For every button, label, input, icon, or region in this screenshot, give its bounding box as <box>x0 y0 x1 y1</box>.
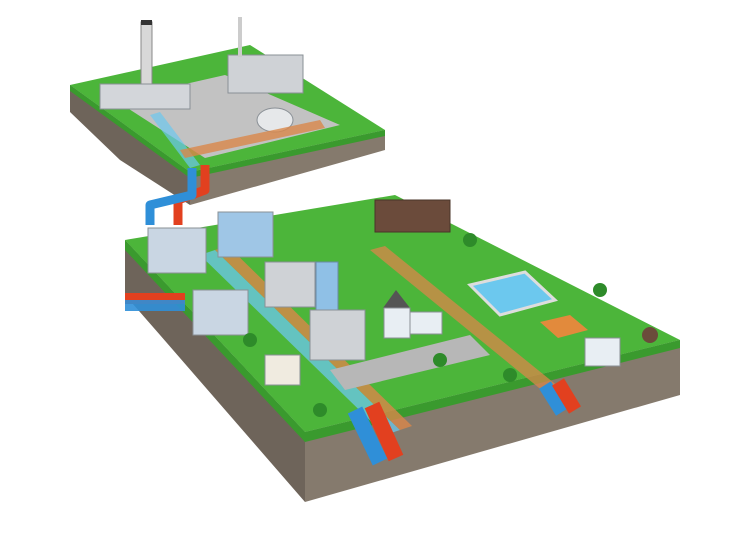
office-building-5 <box>309 309 366 361</box>
house-2 <box>409 311 443 335</box>
tree <box>433 353 447 367</box>
tree <box>503 368 517 382</box>
connecting-pipes <box>145 165 210 225</box>
house-roof <box>383 290 410 308</box>
office-building-1 <box>147 227 207 274</box>
plant-building <box>99 83 191 110</box>
house <box>383 307 411 339</box>
lower-soil-front <box>305 340 680 502</box>
front-supply-pipe <box>364 401 404 462</box>
tree <box>642 327 658 343</box>
second-pipe-trench <box>370 246 575 405</box>
upper-grass-edge <box>70 85 385 178</box>
tree <box>593 283 607 297</box>
office-building-4 <box>264 261 316 308</box>
town-block <box>125 195 680 502</box>
left-return-pipe-end <box>125 300 185 311</box>
right-supply-pipe <box>552 378 581 414</box>
pipe-ends <box>125 293 581 466</box>
swimming-pool <box>467 270 558 317</box>
house-3 <box>264 354 301 386</box>
chimney <box>140 21 153 85</box>
chimney-top <box>141 20 152 25</box>
left-supply-pipe-end <box>125 293 185 304</box>
plant-stack <box>238 17 242 57</box>
tennis-court <box>540 315 588 338</box>
return-pipe <box>145 168 197 225</box>
upper-soil-left <box>70 85 190 205</box>
school <box>584 337 621 367</box>
tree <box>463 233 477 247</box>
road <box>330 335 490 390</box>
power-plant-block <box>70 17 385 205</box>
right-return-pipe <box>539 381 568 416</box>
front-return-pipe <box>347 406 388 466</box>
upper-soil-front <box>190 130 385 205</box>
tree <box>243 333 257 347</box>
stadium <box>374 199 451 233</box>
tree <box>313 403 327 417</box>
upper-pipe-trench-2 <box>180 120 325 158</box>
office-building-2 <box>217 211 274 258</box>
office-building-3 <box>192 289 249 336</box>
lower-grass-edge <box>125 240 680 442</box>
turbine-hall <box>227 54 304 94</box>
tower <box>315 261 339 313</box>
